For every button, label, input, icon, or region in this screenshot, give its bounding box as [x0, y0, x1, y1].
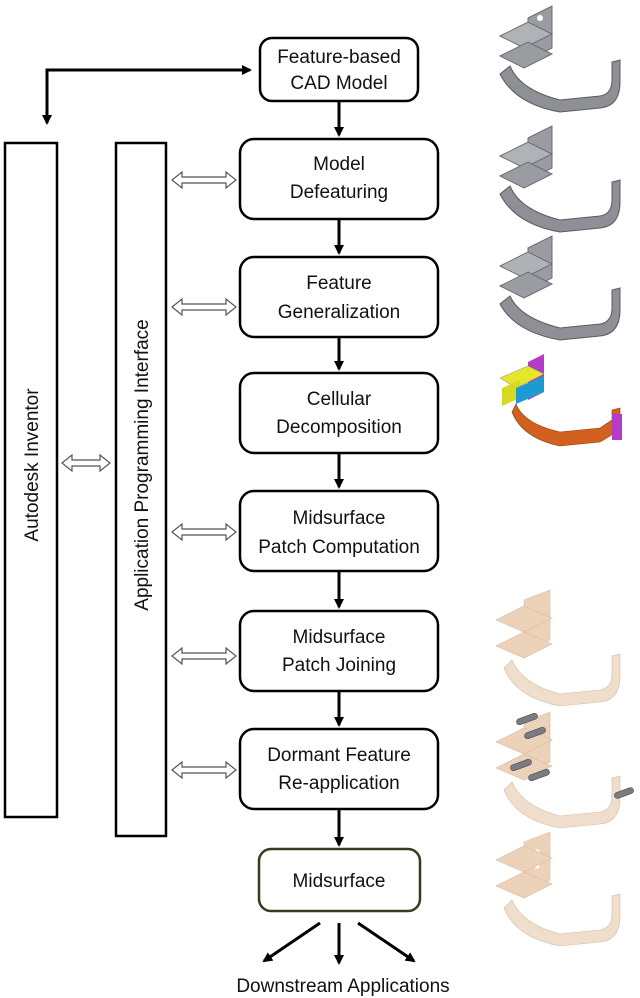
step-generalization-line2: Generalization [278, 302, 401, 323]
step-generalization-line1: Feature [306, 273, 371, 294]
step-reapplication-line2: Re-application [278, 773, 399, 794]
thumbnail-reapplication [495, 711, 634, 829]
autodesk-inventor-bar: Autodesk Inventor [3, 141, 59, 819]
step-reapplication-line1: Dormant Feature [267, 745, 411, 766]
bars-double-arrow [61, 453, 111, 473]
thumbnail-generalized [498, 235, 621, 341]
step-cad-model-line1: Feature-based [277, 47, 401, 68]
thumbnail-midsurface [495, 831, 621, 947]
feedback-arrow [42, 65, 252, 125]
step-reapplication: Dormant Feature Re-application [238, 727, 440, 811]
step-defeaturing: Model Defeaturing [238, 137, 440, 221]
step-midsurface-label: Midsurface [293, 871, 386, 892]
api-label: Application Programming Interface [132, 319, 153, 610]
step-patch-joining: Midsurface Patch Joining [238, 609, 440, 693]
step-midsurface: Midsurface [257, 847, 422, 913]
thumbnail-decomposed [499, 354, 622, 447]
thumbnail-cad-model [498, 5, 621, 113]
downstream-arrows [262, 921, 416, 965]
step-generalization: Feature Generalization [238, 255, 440, 339]
step-cad-model-line2: CAD Model [290, 73, 387, 94]
api-links [171, 170, 237, 780]
step-cad-model: Feature-based CAD Model [258, 36, 420, 103]
step-defeaturing-line1: Model [313, 154, 365, 175]
step-decomposition: Cellular Decomposition [238, 371, 440, 455]
step-decomposition-line1: Cellular [307, 389, 372, 410]
step-defeaturing-line2: Defeaturing [290, 182, 388, 203]
step-patch-computation-line2: Patch Computation [258, 537, 420, 558]
downstream-label: Downstream Applications [236, 976, 449, 997]
step-patch-computation-line1: Midsurface [293, 508, 386, 529]
autodesk-inventor-label: Autodesk Inventor [22, 388, 43, 542]
api-bar: Application Programming Interface [114, 141, 168, 838]
step-patch-joining-line1: Midsurface [293, 627, 386, 648]
thumbnail-defeatured [498, 125, 621, 233]
step-patch-computation: Midsurface Patch Computation [238, 489, 440, 573]
step-decomposition-line2: Decomposition [276, 417, 402, 438]
step-patch-joining-line2: Patch Joining [282, 655, 396, 676]
thumbnail-patch-joining [495, 589, 621, 707]
